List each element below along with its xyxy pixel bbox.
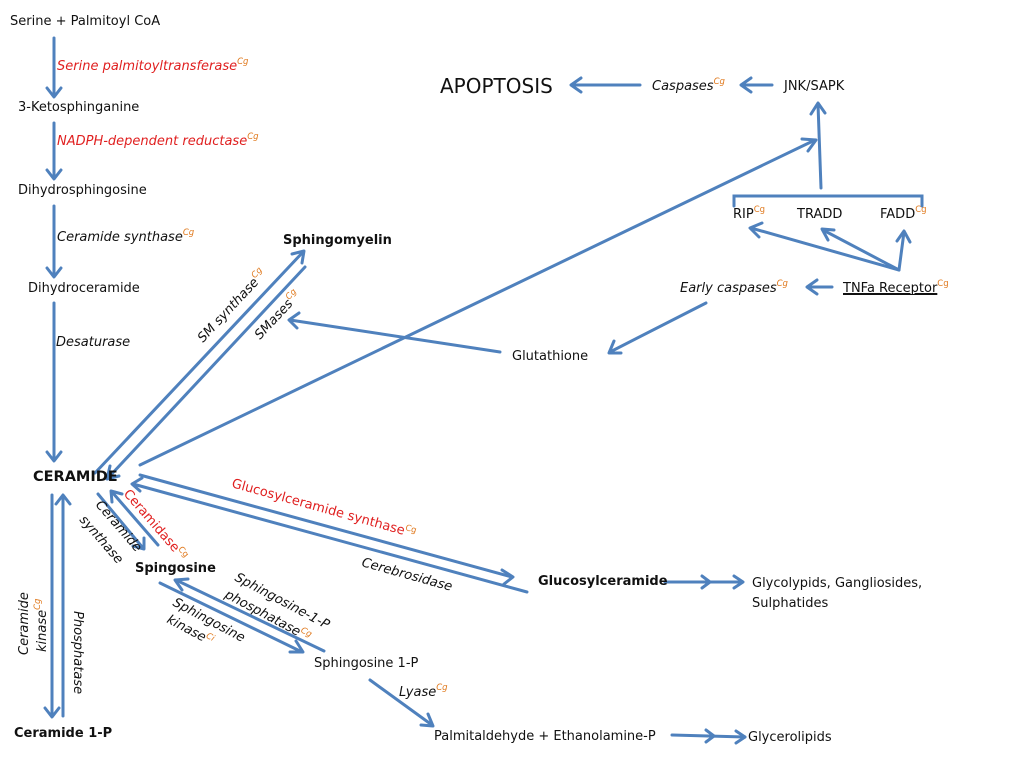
node-palmitaldehyde-ethanolamine-p: Palmitaldehyde + Ethanolamine-P	[434, 729, 656, 744]
enzyme-ceramide-synthase-top: Ceramide synthaseCg	[57, 228, 195, 245]
arrow-palmitaldehyde-to-glycerolipids	[670, 728, 747, 745]
enzyme-ceramide-kinase-line2: kinaseCg	[33, 598, 50, 652]
enzyme-early-caspases: Early caspasesCg	[680, 279, 789, 296]
arrows	[43, 36, 924, 745]
arrow-ceramide-to-sphingomyelin	[93, 249, 306, 475]
arrow-glucosylceramide-to-glycolipids	[663, 574, 745, 590]
arrow-dihydroceramide-to-ceramide	[45, 301, 63, 463]
enzyme-caspases: CaspasesCg	[652, 77, 726, 94]
arrow-serine-to-ketosphinganine	[45, 36, 63, 99]
arrow-s1p-to-palmitaldehyde	[368, 678, 435, 728]
node-glutathione: Glutathione	[512, 349, 588, 364]
arrow-sphingomyelin-to-ceramide	[105, 265, 307, 481]
arrow-ceramide-to-ceramide-1p	[43, 493, 61, 719]
node-sphingomyelin: Sphingomyelin	[283, 233, 392, 248]
node-jnk-sapk: JNK/SAPK	[783, 79, 845, 94]
node-dihydrosphingosine: Dihydrosphingosine	[18, 183, 147, 198]
enzyme-serine-palmitoyltransferase: Serine palmitoyltransferaseCg	[57, 57, 249, 74]
arrow-s1p-to-spingosine	[173, 577, 326, 653]
node-sphingosine-1p: Sphingosine 1-P	[314, 656, 419, 671]
nodes: Serine + Palmitoyl CoA 3-Ketosphinganine…	[10, 14, 949, 745]
node-apoptosis: APOPTOSIS	[440, 74, 553, 98]
tnfa-superscript: Cg	[937, 279, 948, 289]
adapter-bracket	[732, 194, 924, 208]
arrow-complex-to-jnk	[809, 101, 827, 190]
node-tradd: TRADD	[796, 207, 842, 222]
arrow-tnfa-to-rip	[748, 221, 901, 272]
arrow-caspases-to-apoptosis	[569, 76, 642, 94]
node-glucosylceramide: Glucosylceramide	[538, 574, 668, 589]
arrow-ketosphinganine-to-dihydrosphingosine	[45, 121, 63, 181]
node-ceramide: CERAMIDE	[33, 469, 118, 485]
node-dihydroceramide: Dihydroceramide	[28, 281, 140, 296]
arrow-glutathione-to-smases	[287, 311, 502, 354]
enzyme-desaturase: Desaturase	[56, 335, 130, 350]
arrow-ceramide-1p-to-ceramide	[54, 493, 72, 718]
node-ceramide-1p: Ceramide 1-P	[14, 726, 112, 741]
enzyme-lyase: LyaseCg	[399, 683, 448, 700]
fadd-superscript: Cg	[915, 205, 926, 215]
enzyme-nadph-dependent-reductase: NADPH-dependent reductaseCg	[57, 132, 259, 149]
arrow-spingosine-to-ceramide	[109, 489, 160, 547]
arrow-glucosylceramide-to-ceramide	[130, 476, 529, 594]
node-rip: RIPCg	[733, 205, 765, 222]
arrow-early-caspases-to-glutathione	[607, 301, 708, 355]
arrow-tnfa-to-tradd	[820, 227, 901, 272]
enzyme-ceramide-kinase-line1: Ceramide	[17, 592, 32, 655]
node-glycolipids-line2: Sulphatides	[752, 596, 829, 611]
arrow-jnk-to-caspases	[739, 76, 774, 94]
arrow-tnfa-to-early-caspases	[805, 278, 834, 296]
enzyme-phosphatase: Phosphatase	[70, 611, 85, 694]
node-glycerolipids: Glycerolipids	[748, 730, 832, 745]
arrow-dihydrosphingosine-to-dihydroceramide	[45, 204, 63, 279]
arrow-spingosine-to-s1p	[158, 581, 305, 654]
arrow-tnfa-to-fadd	[895, 229, 912, 272]
node-fadd: FADDCg	[880, 205, 927, 222]
enzymes: Serine palmitoyltransferaseCg NADPH-depe…	[17, 57, 789, 700]
node-tnfa-receptor: TNFa ReceptorCg	[842, 279, 949, 296]
node-serine-palmitoyl-coa: Serine + Palmitoyl CoA	[10, 14, 160, 29]
enzyme-cerebrosidase: Cerebrosidase	[360, 555, 454, 594]
arrow-ceramide-to-jnk	[138, 137, 818, 467]
node-3-ketosphinganine: 3-Ketosphinganine	[18, 100, 139, 115]
node-spingosine: Spingosine	[135, 561, 216, 576]
rip-superscript: Cg	[754, 205, 765, 215]
node-glycolipids-line1: Glycolypids, Gangliosides,	[752, 576, 922, 591]
arrow-ceramide-to-spingosine	[96, 492, 146, 551]
arrow-ceramide-to-glucosylceramide	[138, 473, 515, 586]
